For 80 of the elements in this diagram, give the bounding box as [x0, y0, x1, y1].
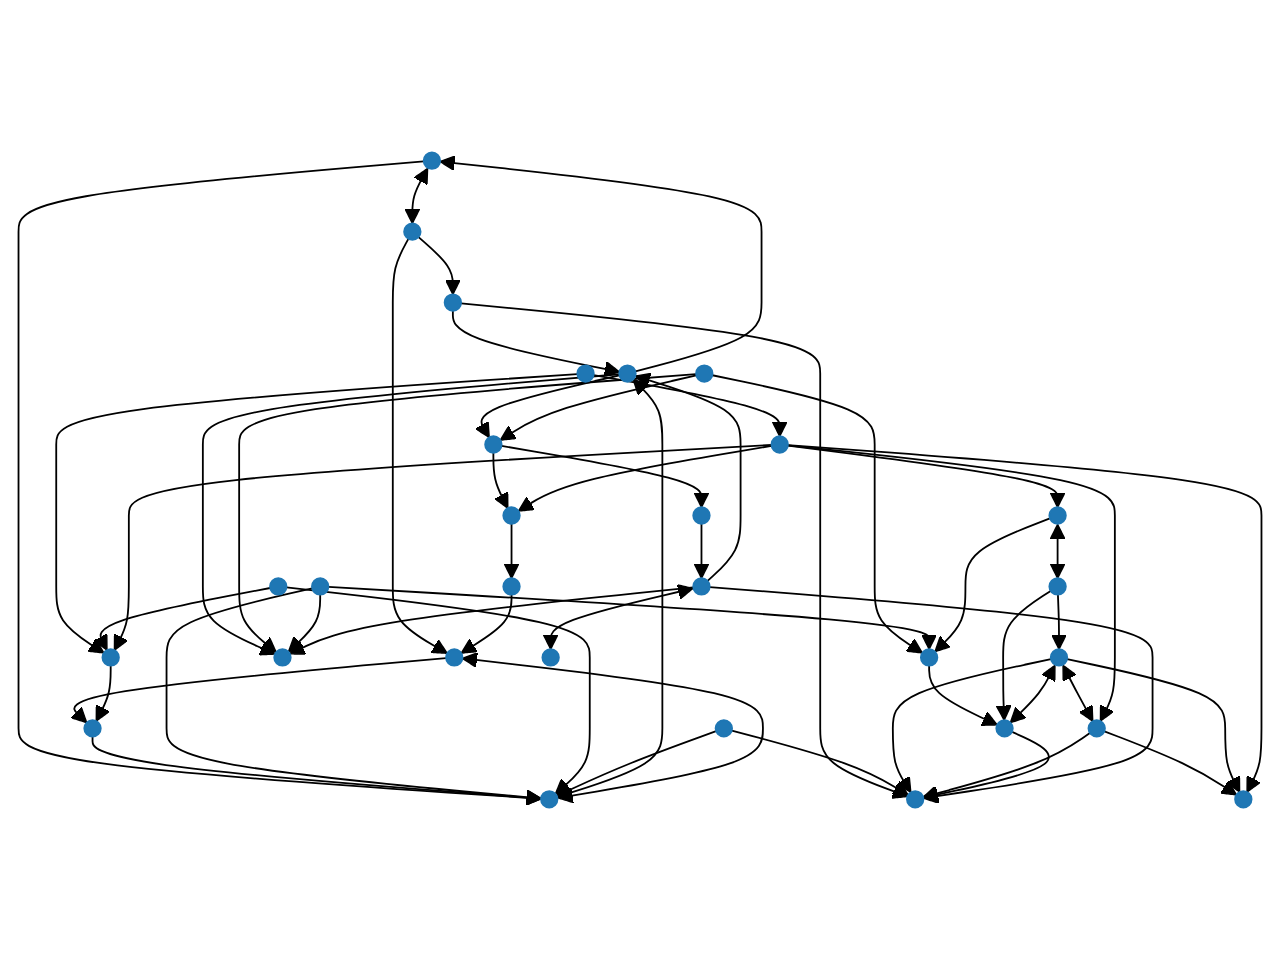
- arrow: [928, 664, 998, 726]
- arrow: [93, 587, 272, 651]
- arrow: [634, 372, 742, 582]
- arrow: [787, 444, 1116, 722]
- arrow: [995, 590, 1052, 721]
- arrow: [439, 155, 763, 373]
- arrow: [285, 586, 591, 795]
- arrow: [417, 236, 461, 296]
- arrow: [592, 374, 788, 437]
- arrow: [1051, 593, 1067, 650]
- arrow: [708, 586, 1154, 804]
- arrow: [711, 374, 923, 654]
- arrow: [787, 444, 1263, 793]
- node-circle: [101, 648, 120, 667]
- arrow: [327, 586, 938, 650]
- arrow: [517, 444, 773, 512]
- node-circle: [502, 577, 521, 596]
- arrow: [1009, 664, 1056, 724]
- arrow: [201, 373, 621, 656]
- node-circle: [1048, 506, 1067, 525]
- node-circle: [422, 151, 442, 170]
- node-circle: [576, 364, 595, 383]
- arrow: [474, 374, 621, 439]
- arrow: [461, 652, 764, 804]
- arrow: [238, 373, 697, 653]
- node-circle: [695, 364, 714, 383]
- arrow: [891, 658, 1052, 794]
- arrow: [922, 732, 1091, 802]
- node-circle: [1087, 719, 1106, 738]
- arrow: [1103, 730, 1238, 796]
- arrow: [287, 593, 322, 653]
- arrow: [787, 444, 1066, 508]
- arrow: [492, 451, 509, 509]
- node-circle: [1048, 577, 1067, 596]
- node-circle: [443, 293, 463, 312]
- arrow: [1062, 664, 1094, 722]
- node-circle: [540, 790, 559, 809]
- node-circle: [484, 435, 503, 454]
- arrow: [70, 657, 447, 724]
- arrow: [289, 586, 695, 655]
- arrow: [91, 735, 542, 806]
- node-circle: [919, 648, 939, 667]
- arrow: [500, 445, 710, 508]
- arrow: [460, 302, 909, 799]
- arrow: [556, 730, 717, 798]
- arrow: [1066, 658, 1241, 793]
- node-circle: [1234, 790, 1253, 809]
- arrow: [165, 587, 542, 806]
- node-circle: [692, 506, 711, 525]
- arrow: [934, 517, 1051, 653]
- arrow: [113, 444, 773, 651]
- node-circle: [541, 648, 560, 667]
- node-circle: [269, 577, 288, 596]
- arrow: [55, 373, 579, 654]
- node-circle: [714, 719, 733, 738]
- arrow: [17, 160, 542, 806]
- node-circle: [273, 648, 292, 667]
- node-circle: [1049, 648, 1069, 667]
- arrow: [404, 167, 429, 225]
- node-circle: [445, 648, 464, 667]
- node-circle: [906, 790, 925, 809]
- node-circle: [618, 364, 637, 383]
- arrow: [451, 309, 621, 377]
- arrow: [1049, 523, 1066, 579]
- node-circle: [403, 222, 422, 241]
- arrow: [503, 522, 520, 579]
- node-circle: [502, 506, 521, 525]
- arrow: [460, 593, 513, 654]
- arrow: [391, 237, 448, 654]
- node-circle: [995, 719, 1014, 738]
- arrow: [499, 374, 698, 441]
- node-circle: [83, 719, 102, 738]
- arrow: [95, 664, 112, 722]
- arrow: [693, 522, 710, 579]
- node-circle: [692, 577, 711, 596]
- node-circle: [311, 577, 330, 596]
- arrow: [542, 584, 694, 650]
- arrow: [922, 730, 1050, 803]
- node-circle: [770, 435, 789, 454]
- arrow: [730, 729, 909, 796]
